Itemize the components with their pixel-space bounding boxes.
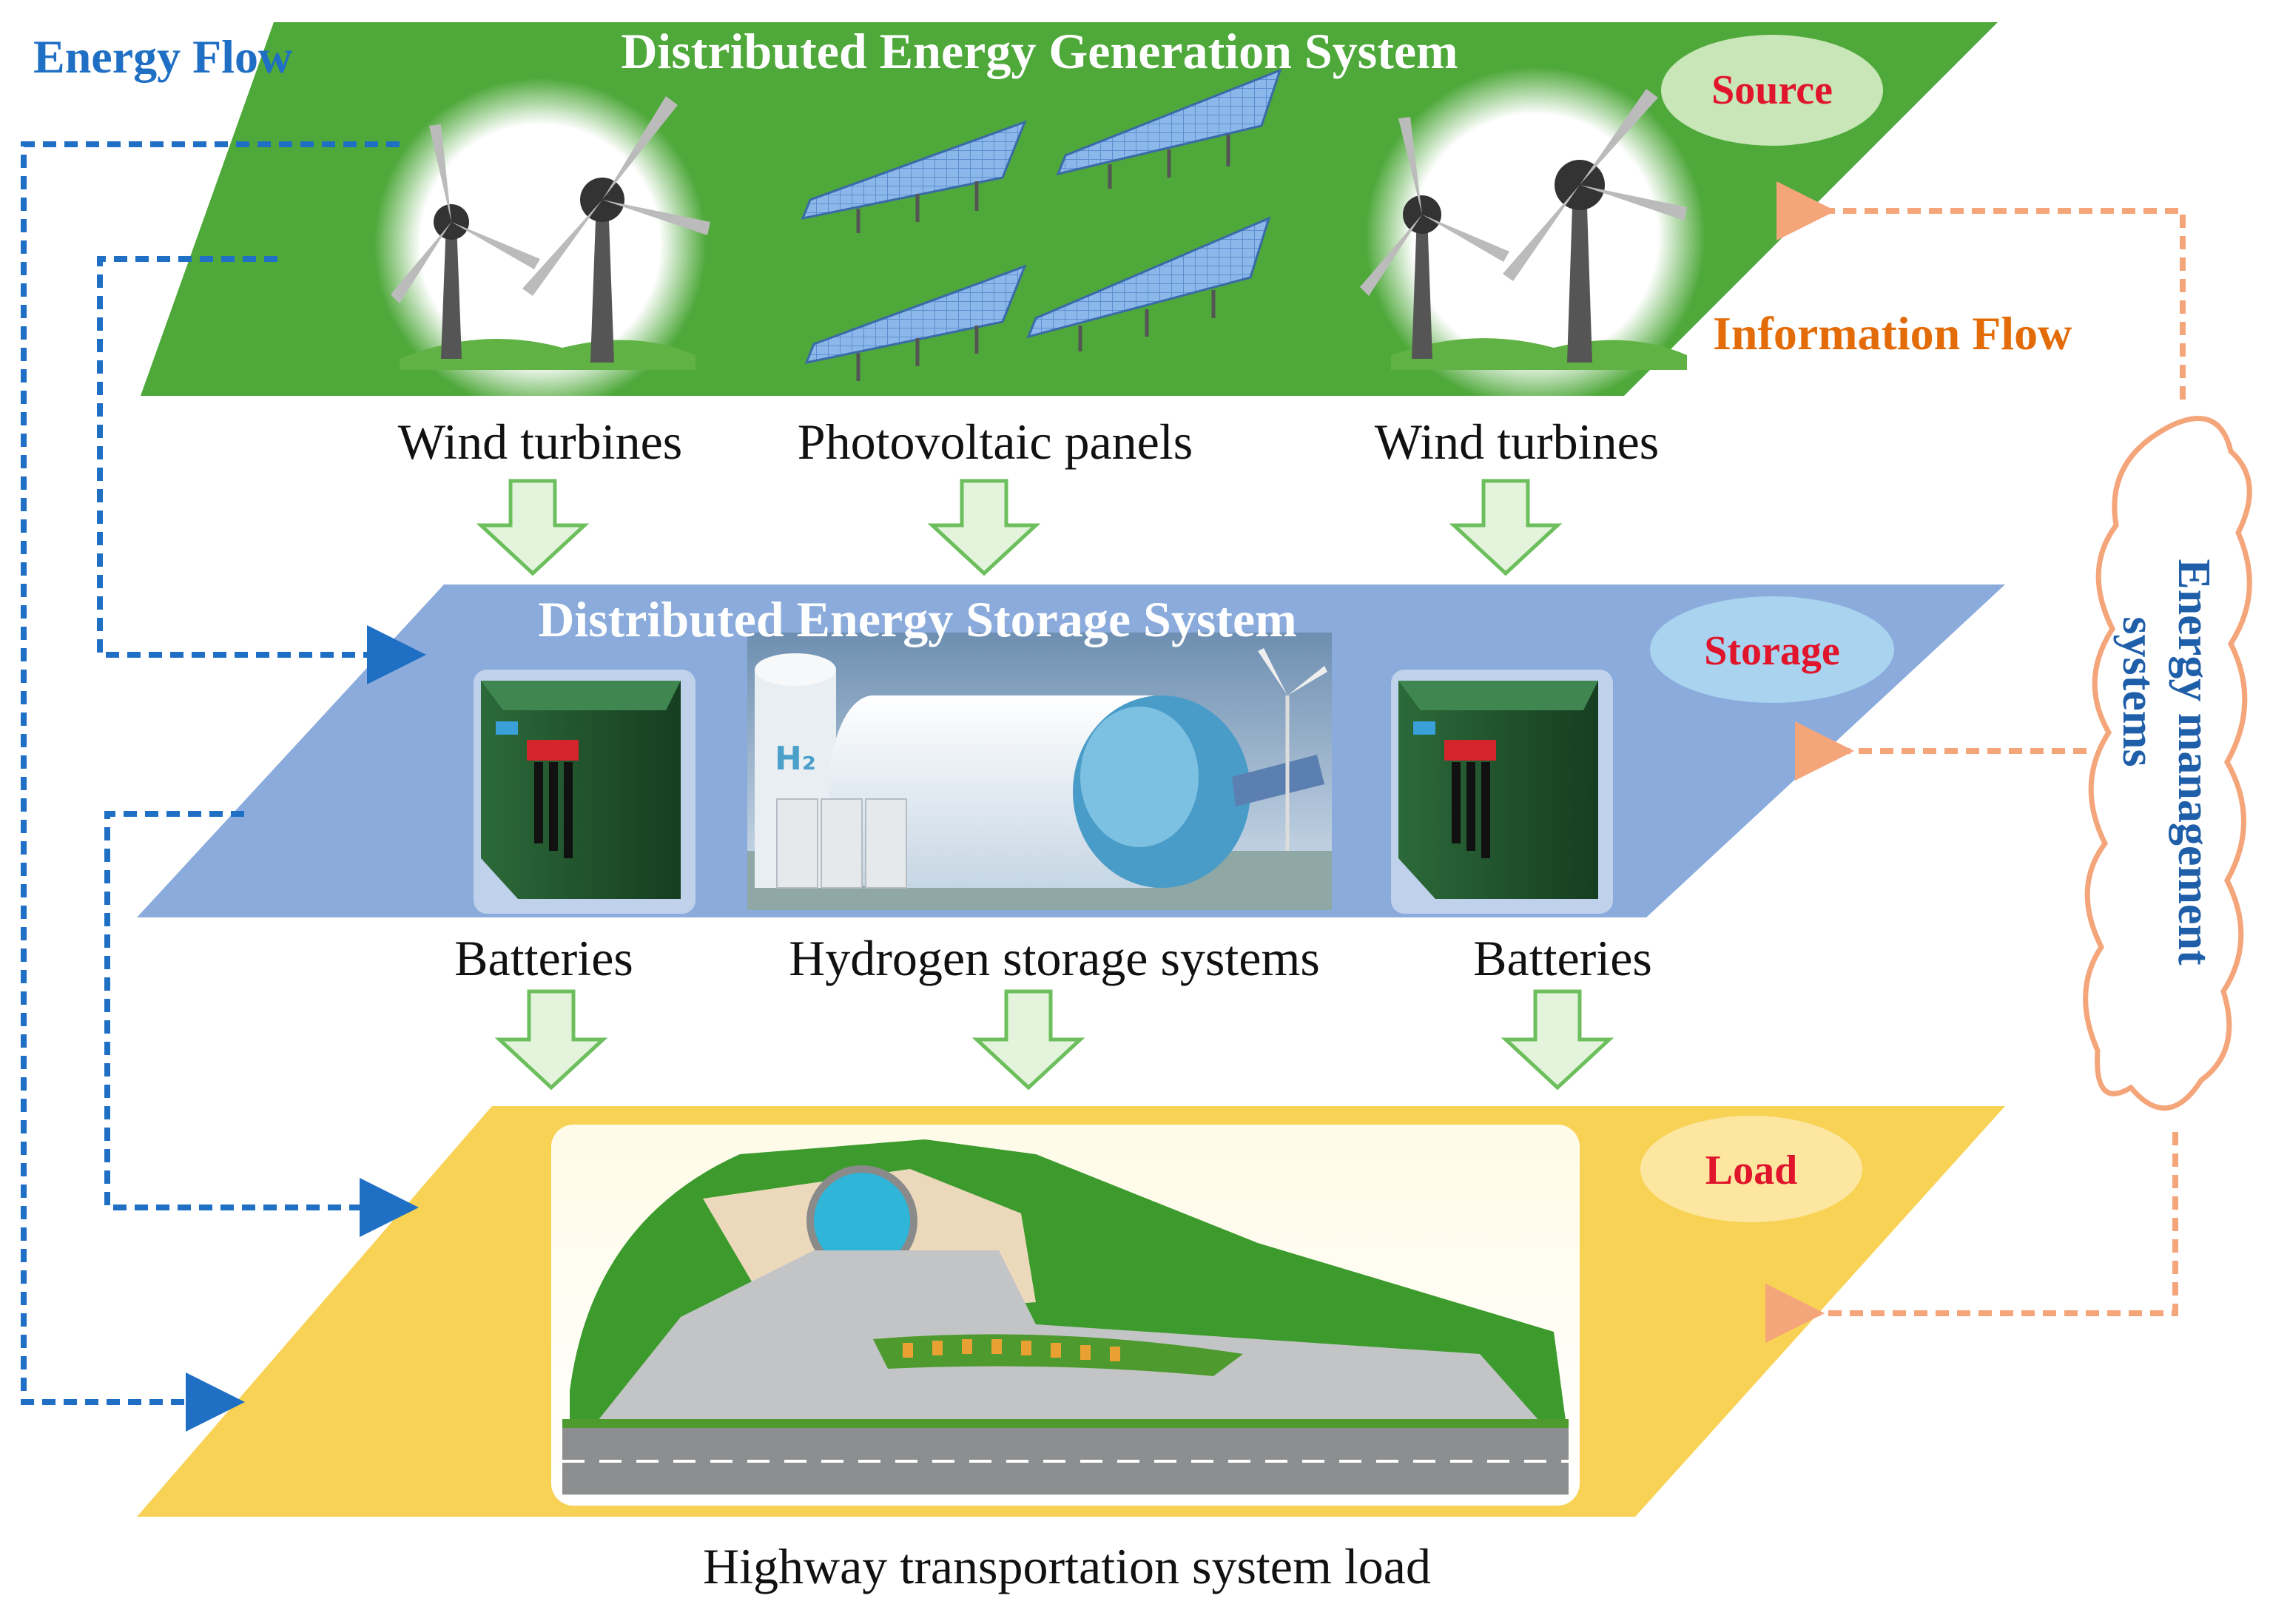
source-badge bbox=[1661, 35, 1883, 146]
source-badge-label: Source bbox=[1711, 67, 1833, 113]
generation-item-label: Wind turbines bbox=[398, 414, 682, 470]
storage-item-label: Batteries bbox=[454, 930, 633, 986]
generation-item-label: Wind turbines bbox=[1375, 414, 1659, 470]
battery-icon bbox=[1391, 670, 1613, 914]
wind-turbine-icon bbox=[1360, 67, 1705, 407]
storage-layer: H₂ Storage Distributed Energy Storage Sy… bbox=[137, 584, 2005, 917]
cloud-icon bbox=[2083, 416, 2252, 1111]
energy-flow-label: Energy Flow bbox=[33, 30, 292, 83]
generation-item-label: Photovoltaic panels bbox=[798, 414, 1193, 470]
storage-badge-label: Storage bbox=[1704, 628, 1840, 674]
ems-label-line1: Energy management bbox=[2169, 559, 2219, 966]
information-flow-label: Information Flow bbox=[1713, 307, 2072, 360]
storage-badge bbox=[1650, 596, 1894, 703]
highway-service-area-icon bbox=[551, 1125, 1580, 1506]
storage-title: Distributed Energy Storage System bbox=[538, 591, 1297, 647]
svg-text:H₂: H₂ bbox=[775, 740, 816, 778]
generation-layer: Source Distributed Energy Generation Sys… bbox=[141, 22, 1998, 411]
storage-item-label: Hydrogen storage systems bbox=[789, 930, 1320, 986]
load-badge-label: Load bbox=[1705, 1148, 1798, 1193]
flow-arrow-icon bbox=[476, 479, 1563, 576]
load-layer: Load bbox=[137, 1106, 2005, 1517]
solar-panel-icon bbox=[801, 68, 1282, 381]
generation-title: Distributed Energy Generation System bbox=[621, 23, 1458, 79]
flow-arrow-icon bbox=[494, 989, 1614, 1091]
hydrogen-tank-icon: H₂ bbox=[747, 633, 1332, 910]
load-badge bbox=[1640, 1116, 1862, 1222]
energy-flow-lines bbox=[21, 141, 426, 1432]
storage-item-label: Batteries bbox=[1473, 930, 1652, 986]
wind-turbine-icon bbox=[374, 78, 710, 411]
information-flow-lines bbox=[1765, 181, 2186, 1343]
battery-icon bbox=[474, 670, 696, 914]
ems-label-line2: systems bbox=[2113, 616, 2163, 766]
load-title: Highway transportation system load bbox=[703, 1538, 1431, 1594]
